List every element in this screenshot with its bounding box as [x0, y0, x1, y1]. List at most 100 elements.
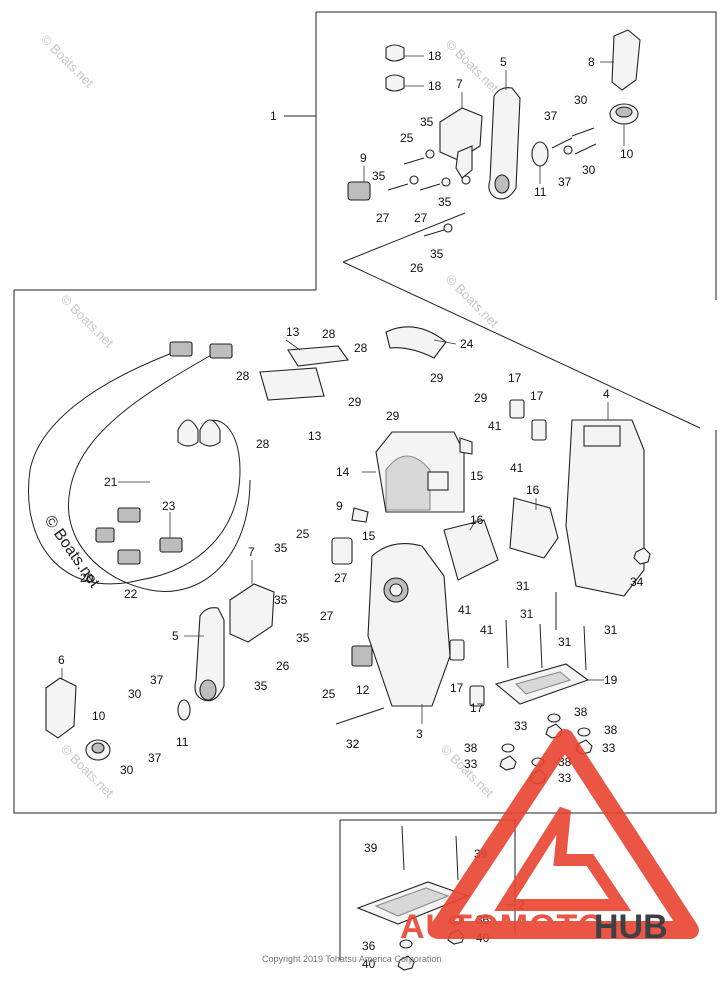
callout-16: 16: [526, 483, 540, 497]
watermark: © Boats.net: [443, 37, 502, 96]
callout-7-lower: 7: [248, 545, 255, 559]
callout-3: 3: [416, 727, 423, 741]
group-frames: [13, 11, 717, 960]
callout-40b: 40: [362, 957, 376, 971]
callout-35g: 35: [296, 631, 310, 645]
callout-16-lower: 16: [470, 513, 484, 527]
callout-25b: 25: [296, 527, 310, 541]
callout-33c: 33: [464, 757, 478, 771]
callout-6: 6: [58, 653, 65, 667]
callout-19: 19: [604, 673, 618, 687]
callout-38: 38: [574, 705, 588, 719]
watermark: © Boats.net: [38, 32, 97, 91]
callout-22: 22: [124, 587, 138, 601]
callout-35c: 35: [438, 195, 452, 209]
callout-11-lower: 11: [176, 735, 189, 749]
callout-23: 23: [162, 499, 176, 513]
callout-35h: 35: [254, 679, 268, 693]
callout-27d: 27: [320, 609, 334, 623]
brand-logo: AUTOMOTO HUB: [400, 729, 699, 946]
callout-33d: 33: [558, 771, 572, 785]
callout-17: 17: [508, 371, 522, 385]
callout-26b: 26: [276, 659, 290, 673]
callout-41c: 41: [458, 603, 472, 617]
callout-31c: 31: [558, 635, 572, 649]
callout-35f: 35: [274, 593, 288, 607]
watermark-dark: © Boats.net: [41, 513, 103, 592]
lower-group-parts: [28, 326, 651, 785]
callout-13-lower: 13: [308, 429, 322, 443]
callout-5: 5: [500, 55, 507, 69]
callout-17b: 17: [530, 389, 544, 403]
copyright-text: Copyright 2019 Tohatsu America Corporati…: [262, 954, 441, 964]
callout-37c: 37: [150, 673, 164, 687]
callout-17d: 17: [470, 701, 484, 715]
callout-37b: 37: [558, 175, 572, 189]
callout-41: 41: [488, 419, 502, 433]
callout-28d: 28: [256, 437, 270, 451]
callout-5-lower: 5: [172, 629, 179, 643]
callout-1: 1: [270, 109, 277, 123]
callout-8: 8: [588, 55, 595, 69]
callout-7: 7: [456, 77, 463, 91]
callout-14: 14: [336, 465, 350, 479]
callout-25: 25: [400, 131, 414, 145]
callout-35: 35: [420, 115, 434, 129]
callout-39: 39: [364, 841, 378, 855]
callout-41d: 41: [480, 623, 494, 637]
callout-27: 27: [376, 211, 390, 225]
callout-9: 9: [360, 151, 367, 165]
callout-27c: 27: [334, 571, 348, 585]
callout-27b: 27: [414, 211, 428, 225]
callout-34: 34: [630, 575, 644, 589]
callout-31: 31: [516, 579, 530, 593]
upper-group-parts: [347, 29, 641, 237]
callout-32: 32: [346, 737, 360, 751]
callout-25c: 25: [322, 687, 336, 701]
callout-31d: 31: [604, 623, 618, 637]
logo-text-automoto: AUTOMOTO: [400, 908, 605, 946]
callout-4: 4: [603, 387, 610, 401]
callout-15: 15: [470, 469, 484, 483]
callout-17c: 17: [450, 681, 464, 695]
callout-30b: 30: [582, 163, 596, 177]
callout-28c: 28: [236, 369, 250, 383]
callout-26: 26: [410, 261, 424, 275]
callout-13: 13: [286, 325, 300, 339]
callout-38c: 38: [464, 741, 478, 755]
callout-33: 33: [514, 719, 528, 733]
watermark: © Boats.net: [58, 292, 117, 351]
callout-29d: 29: [474, 391, 488, 405]
callout-37d: 37: [148, 751, 162, 765]
callout-36b: 36: [362, 939, 376, 953]
callout-41b: 41: [510, 461, 524, 475]
callout-20: 20: [80, 571, 94, 585]
leader-lines: [61, 55, 625, 724]
callout-21: 21: [104, 475, 118, 489]
callout-29: 29: [430, 371, 444, 385]
callout-28: 28: [322, 327, 336, 341]
callout-30: 30: [574, 93, 588, 107]
callout-9-lower: 9: [336, 499, 343, 513]
callout-35b: 35: [372, 169, 386, 183]
callout-29c: 29: [386, 409, 400, 423]
callout-30d: 30: [120, 763, 134, 777]
callout-37: 37: [544, 109, 558, 123]
callout-35e: 35: [274, 541, 288, 555]
bottom-group-parts: [356, 825, 470, 971]
callout-10-lower: 10: [92, 709, 106, 723]
callout-38b: 38: [604, 723, 618, 737]
callout-labels: 1 2 3 4 5 5 6 7 7 8 9 9 10 10 11 11 12 1…: [58, 49, 644, 971]
callout-24: 24: [460, 337, 474, 351]
logo-text-hub: HUB: [594, 908, 668, 946]
callout-30c: 30: [128, 687, 142, 701]
callout-33b: 33: [602, 741, 616, 755]
callout-11: 11: [534, 185, 547, 199]
callout-18: 18: [428, 49, 442, 63]
callout-10: 10: [620, 147, 634, 161]
callout-35d: 35: [430, 247, 444, 261]
callout-28b: 28: [354, 341, 368, 355]
callout-18b: 18: [428, 79, 442, 93]
